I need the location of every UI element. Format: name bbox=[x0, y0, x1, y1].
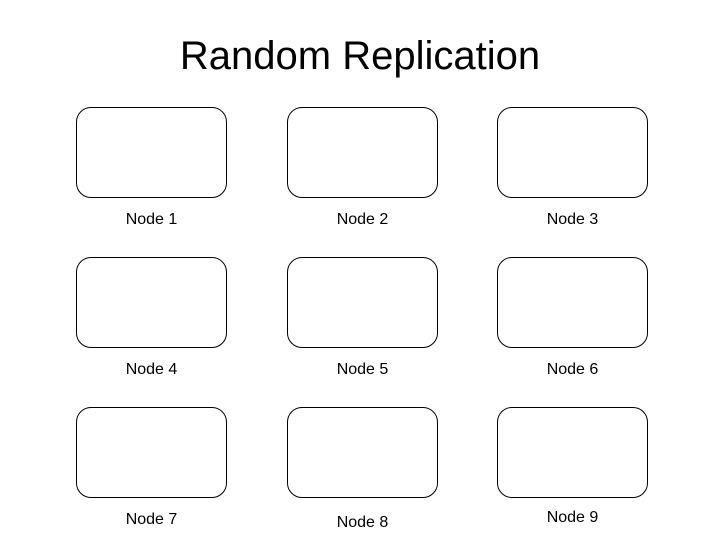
node-7-box bbox=[76, 407, 227, 498]
node-group-3: Node 3 bbox=[497, 107, 648, 228]
node-4-box bbox=[76, 257, 227, 348]
node-6-box bbox=[497, 257, 648, 348]
node-group-5: Node 5 bbox=[287, 257, 438, 378]
node-8-box bbox=[287, 407, 438, 498]
node-1-box bbox=[76, 107, 227, 198]
node-group-7: Node 7 bbox=[76, 407, 227, 528]
node-1-label: Node 1 bbox=[125, 211, 178, 228]
node-8-label: Node 8 bbox=[336, 514, 389, 531]
node-3-box bbox=[497, 107, 648, 198]
node-group-9: Node 9 bbox=[497, 407, 648, 526]
node-5-box bbox=[287, 257, 438, 348]
node-9-box bbox=[497, 407, 648, 498]
node-3-label: Node 3 bbox=[546, 211, 599, 228]
node-group-1: Node 1 bbox=[76, 107, 227, 228]
node-group-2: Node 2 bbox=[287, 107, 438, 228]
node-4-label: Node 4 bbox=[125, 361, 178, 378]
node-9-label: Node 9 bbox=[546, 509, 599, 526]
node-2-box bbox=[287, 107, 438, 198]
node-group-4: Node 4 bbox=[76, 257, 227, 378]
node-5-label: Node 5 bbox=[336, 361, 389, 378]
node-group-8: Node 8 bbox=[287, 407, 438, 531]
node-6-label: Node 6 bbox=[546, 361, 599, 378]
node-group-6: Node 6 bbox=[497, 257, 648, 378]
slide-title: Random Replication bbox=[179, 34, 541, 78]
node-2-label: Node 2 bbox=[336, 211, 389, 228]
node-7-label: Node 7 bbox=[125, 511, 178, 528]
